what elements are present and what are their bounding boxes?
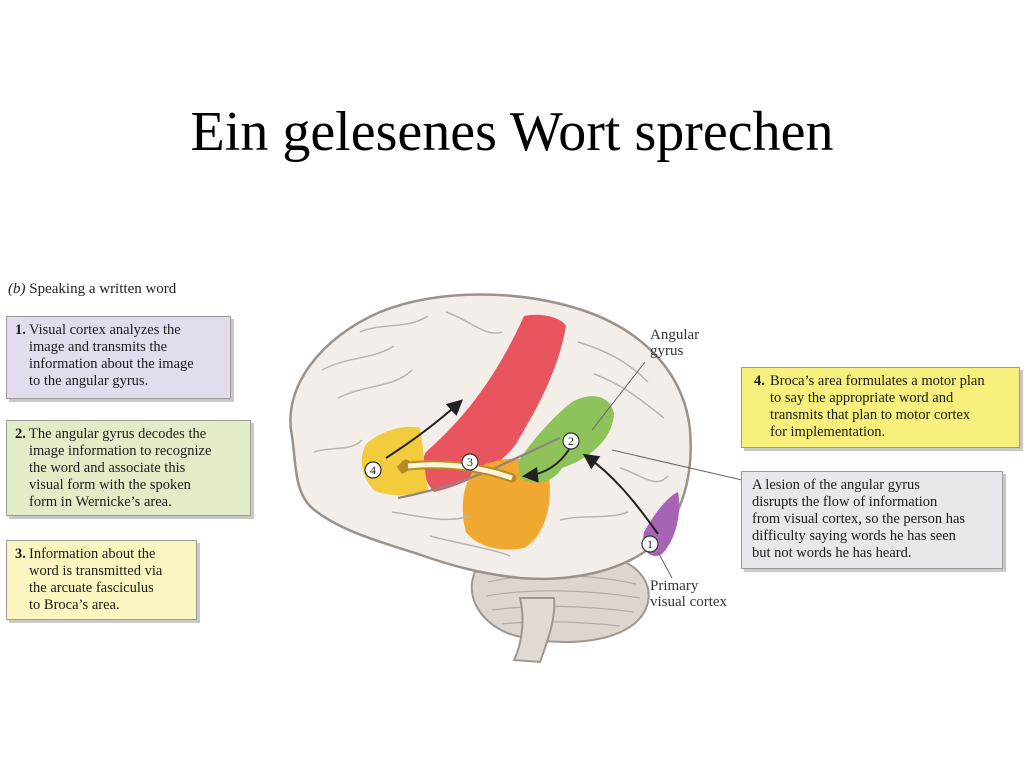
step-text: Visual cortex analyzes the image and tra… <box>29 322 194 389</box>
arrow-broca-to-motor <box>385 399 463 459</box>
step-number: 4. <box>754 373 765 389</box>
step-4-box: 4. Broca’s area formulates a motor plan … <box>741 367 1020 448</box>
step-number: 1. <box>15 322 26 338</box>
primary-visual-cortex-label: Primary visual cortex <box>650 578 728 610</box>
step-3-box: 3. Information about the word is transmi… <box>6 540 197 620</box>
angular-gyrus-leader <box>591 361 646 431</box>
subtitle-text: Speaking a written word <box>29 281 177 297</box>
arrow-angular-to-wernicke <box>522 447 571 483</box>
step-text: The angular gyrus decodes the image info… <box>29 426 212 510</box>
marker-4: 4 <box>364 461 382 479</box>
lesion-note-box: A lesion of the angular gyrus disrupts t… <box>741 471 1003 569</box>
step-text: Information about the word is transmitte… <box>29 546 163 613</box>
step-1-box: 1. Visual cortex analyzes the image and … <box>6 316 231 399</box>
primary-visual-leader <box>657 551 673 579</box>
step-number: 3. <box>15 546 26 562</box>
svg-text:2: 2 <box>568 434 574 448</box>
page-title: Ein gelesenes Wort sprechen <box>190 101 834 163</box>
angular-gyrus-label: Angular gyrus <box>650 327 700 359</box>
brainstem <box>512 597 556 664</box>
arrow-visual-to-angular <box>582 453 659 535</box>
step-2-box: 2. The angular gyrus decodes the image i… <box>6 420 251 516</box>
svg-text:3: 3 <box>467 455 473 469</box>
marker-2: 2 <box>562 432 580 450</box>
figure-subtitle: (b) Speaking a written word <box>8 281 176 298</box>
broca-region <box>361 426 428 496</box>
motor-cortex-region <box>422 314 566 492</box>
marker-3: 3 <box>461 453 479 471</box>
step-number: 2. <box>15 426 26 442</box>
lesion-note-text: A lesion of the angular gyrus disrupts t… <box>752 477 966 561</box>
svg-text:4: 4 <box>370 463 376 477</box>
marker-1: 1 <box>641 535 659 553</box>
lateral-sulcus <box>397 436 561 500</box>
lesion-note-leader <box>611 449 743 481</box>
panel-letter: (b) <box>8 281 26 297</box>
svg-text:1: 1 <box>647 537 653 551</box>
step-text: Broca’s area formulates a motor plan to … <box>770 373 985 440</box>
